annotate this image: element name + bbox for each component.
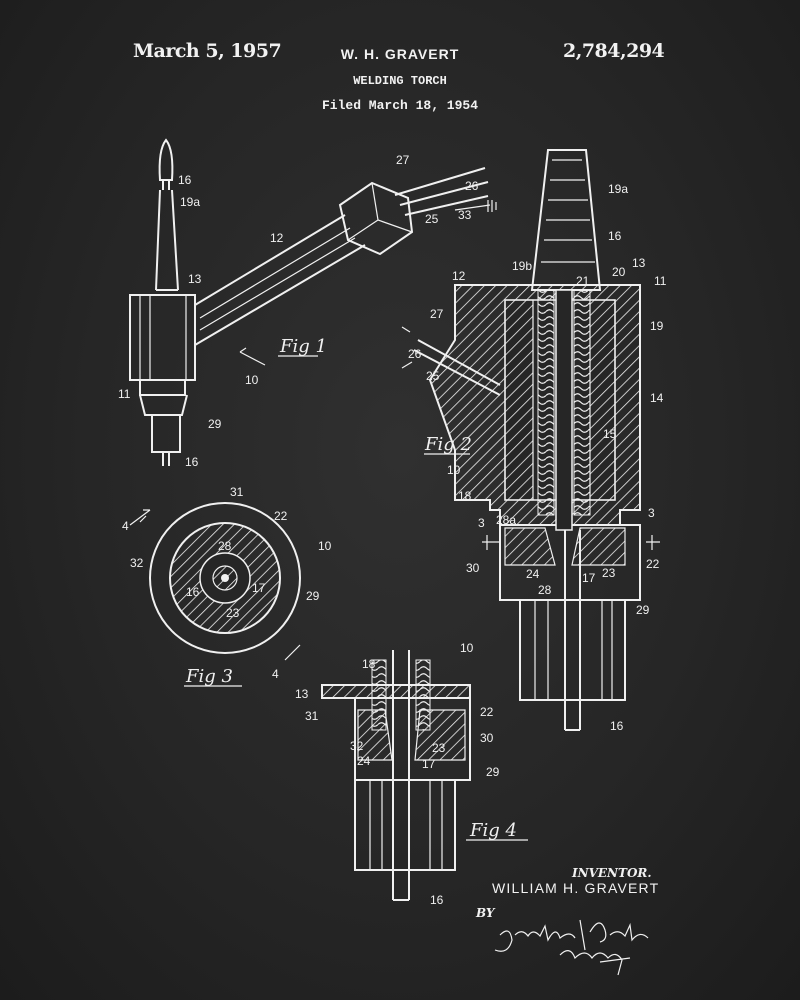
- ref-numeral: 4: [122, 519, 129, 533]
- ref-numeral: 16: [186, 585, 200, 599]
- ref-numeral: 12: [270, 231, 284, 245]
- filed-date: Filed March 18, 1954: [321, 98, 479, 113]
- ref-numeral: 17: [252, 581, 266, 595]
- ref-numeral: 16: [185, 455, 199, 469]
- figure-1: Fig 1 16 19a 27 26 25 33 12 13 10 11 29 …: [118, 138, 497, 469]
- by-label: BY: [476, 906, 495, 920]
- attorney-signature: [494, 919, 649, 976]
- figure-2-label: Fig 2: [424, 434, 472, 455]
- ref-numeral: 10: [245, 373, 259, 387]
- ref-numeral: 29: [486, 765, 500, 779]
- ref-numeral: 25: [425, 212, 439, 226]
- figure-4: Fig 4 10 18 13 31 22 32 23 30 24 17 29 1…: [295, 641, 528, 907]
- ref-numeral: 28a: [496, 513, 516, 527]
- ref-numeral: 19a: [608, 182, 628, 196]
- ref-numeral: 10: [447, 463, 461, 477]
- ref-numeral: 10: [318, 539, 332, 553]
- figure-3: Fig 3 4 31 22 10 28 32 16 17 23 29 4: [122, 485, 332, 687]
- ref-numeral: 28: [538, 583, 552, 597]
- ref-numeral: 4: [272, 667, 279, 681]
- ref-numeral: 15: [603, 427, 617, 441]
- ref-numeral: 32: [350, 739, 364, 753]
- ref-numeral: 28: [218, 539, 232, 553]
- ref-numeral: 12: [452, 269, 466, 283]
- ref-numeral: 32: [130, 556, 144, 570]
- ref-numeral: 24: [526, 567, 540, 581]
- patent-number: 2,784,294: [563, 40, 665, 62]
- ref-numeral: 20: [612, 265, 626, 279]
- ref-numeral: 22: [274, 509, 288, 523]
- patent-date: March 5, 1957: [133, 40, 282, 62]
- ref-numeral: 18: [362, 657, 376, 671]
- inventor-label: INVENTOR.: [572, 866, 652, 880]
- figure-4-label: Fig 4: [469, 820, 517, 841]
- ref-numeral: 29: [306, 589, 320, 603]
- ref-numeral: 16: [610, 719, 624, 733]
- ref-numeral: 11: [118, 387, 131, 401]
- figure-1-label: Fig 1: [279, 336, 327, 357]
- ref-numeral: 13: [632, 256, 646, 270]
- ref-numeral: 16: [430, 893, 444, 907]
- ref-numeral: 3: [648, 506, 655, 520]
- ref-numeral: 19a: [180, 195, 200, 209]
- ref-numeral: 30: [466, 561, 480, 575]
- ref-numeral: 23: [432, 741, 446, 755]
- inventor-header: W. H. GRAVERT: [340, 46, 460, 62]
- ref-numeral: 13: [295, 687, 309, 701]
- ref-numeral: 26: [408, 347, 422, 361]
- ref-numeral: 11: [654, 274, 667, 288]
- ref-numeral: 29: [208, 417, 222, 431]
- ref-numeral: 31: [305, 709, 319, 723]
- figure-3-label: Fig 3: [185, 666, 233, 687]
- ref-numeral: 27: [430, 307, 444, 321]
- ref-numeral: 17: [422, 757, 436, 771]
- ref-numeral: 22: [480, 705, 494, 719]
- ref-numeral: 3: [478, 516, 485, 530]
- ref-numeral: 17: [582, 571, 596, 585]
- ref-numeral: 19: [650, 319, 664, 333]
- ref-numeral: 27: [396, 153, 410, 167]
- ref-numeral: 14: [650, 391, 664, 405]
- ref-numeral: 18: [458, 489, 472, 503]
- inventor-name: WILLIAM H. GRAVERT: [492, 880, 660, 896]
- patent-title: WELDING TORCH: [353, 74, 447, 88]
- ref-numeral: 31: [230, 485, 244, 499]
- ref-numeral: 23: [602, 566, 616, 580]
- ref-numeral: 33: [458, 208, 472, 222]
- ref-numeral: 10: [460, 641, 474, 655]
- ref-numeral: 26: [465, 179, 479, 193]
- ref-numeral: 19b: [512, 259, 532, 273]
- ref-numeral: 22: [646, 557, 660, 571]
- ref-numeral: 16: [608, 229, 622, 243]
- ref-numeral: 24: [357, 754, 371, 768]
- ref-numeral: 23: [226, 606, 240, 620]
- ref-numeral: 16: [178, 173, 192, 187]
- figure-2: Fig 2 19a 16 19b 21 20 13 11 12 19 27 26…: [401, 149, 667, 733]
- ref-numeral: 13: [188, 272, 202, 286]
- ref-numeral: 29: [636, 603, 650, 617]
- ref-numeral: 25: [426, 369, 440, 383]
- ref-numeral: 30: [480, 731, 494, 745]
- ref-numeral: 21: [576, 274, 590, 288]
